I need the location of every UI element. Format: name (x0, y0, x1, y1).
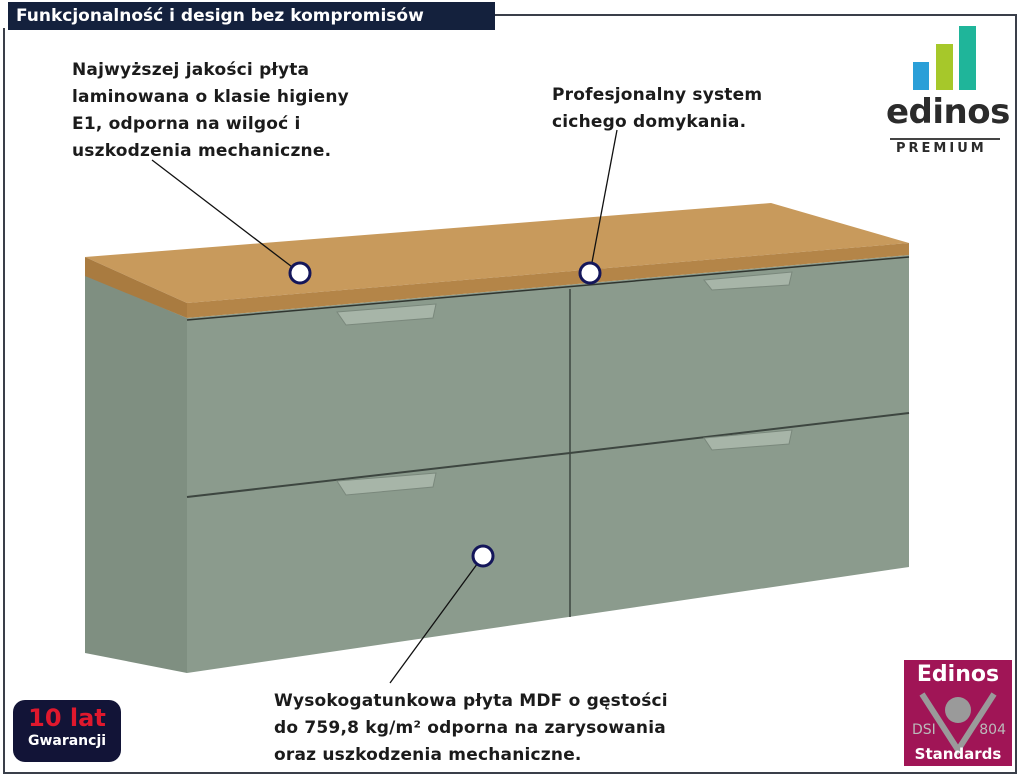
callout-dot (578, 261, 602, 285)
cabinet-side (85, 275, 187, 673)
callout-line-text: do 759,8 kg/m² odporna na zarysowania (274, 718, 666, 738)
callout-line-text: cichego domykania. (552, 112, 747, 132)
title-banner: Funkcjonalność i design bez kompromisów (8, 2, 495, 30)
callout-line-text: Najwyższej jakości płyta (72, 60, 310, 80)
logo-rule (890, 138, 1000, 140)
frame-left (3, 28, 5, 774)
callout-line (589, 129, 618, 274)
frame-top (495, 14, 1017, 16)
warranty-label: Gwarancji (27, 733, 107, 749)
callout-line-text: uszkodzenia mechaniczne. (72, 141, 332, 161)
warranty-years: 10 lat (28, 704, 106, 732)
drawer-handle (336, 472, 437, 496)
callout-countertop: Najwyższej jakości płyta laminowana o kl… (72, 57, 349, 165)
standards-top: Edinos (916, 662, 1000, 687)
callout-line (151, 159, 301, 274)
callout-line-text: laminowana o klasie higieny (72, 87, 349, 107)
standards-bottom: Standards (914, 745, 1002, 763)
frame-right (1015, 14, 1017, 774)
callout-dot (288, 261, 312, 285)
callout-dot (471, 544, 495, 568)
edinos-standards-badge: Edinos DSI 804 Standards (904, 660, 1012, 766)
warranty-badge: 10 lat Gwarancji (13, 700, 121, 762)
drawer-handle (703, 271, 793, 291)
standards-number: 804 (979, 722, 1006, 738)
standards-v-icon (919, 692, 997, 756)
logo-sub: PREMIUM (896, 141, 987, 156)
callout-line-text: Profesjonalny system (552, 85, 763, 105)
logo-bar-icon (913, 62, 929, 90)
drawer-handle (336, 303, 437, 326)
logo-bar-icon (959, 26, 976, 90)
callout-line-text: Wysokogatunkowa płyta MDF o gęstości (274, 691, 668, 711)
drawer-gap-right (569, 412, 910, 454)
countertop-side (85, 257, 187, 318)
callout-line (389, 555, 484, 684)
cabinet-front (187, 255, 909, 673)
drawer-gap-top (186, 256, 910, 321)
drawer-handle (703, 429, 793, 451)
frame-bottom (3, 772, 1017, 774)
callout-line-text: E1, odporna na wilgoć i (72, 114, 301, 134)
edinos-premium-logo: edinos PREMIUM (880, 26, 1010, 158)
countertop-front (187, 243, 909, 318)
drawer-gap-left (186, 452, 571, 498)
callout-soft-close: Profesjonalny system cichego domykania. (552, 82, 762, 136)
logo-word: edinos (886, 92, 1010, 132)
logo-bar-icon (936, 44, 953, 90)
callout-mdf: Wysokogatunkowa płyta MDF o gęstości do … (274, 688, 668, 769)
standards-dsi: DSI (912, 722, 936, 738)
callout-line-text: oraz uszkodzenia mechaniczne. (274, 745, 582, 765)
